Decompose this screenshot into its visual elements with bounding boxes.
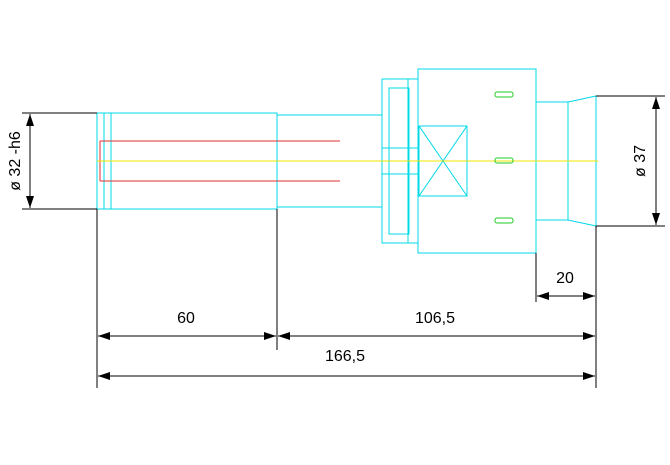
length-106-5-label: 106,5 — [415, 310, 455, 327]
dimension-60: 60 — [98, 310, 276, 340]
length-60-label: 60 — [177, 310, 195, 327]
dimension-diameter-right: ø 37 — [596, 95, 665, 227]
length-166-5-label: 166,5 — [325, 348, 365, 365]
key-slots — [494, 91, 514, 224]
dimension-diameter-left: ø 32 -h6 — [7, 112, 97, 210]
diameter-left-label: ø 32 -h6 — [7, 131, 24, 191]
diameter-right-label: ø 37 — [632, 145, 649, 177]
length-20-label: 20 — [556, 270, 574, 287]
dimension-20: 20 — [537, 270, 595, 300]
dimension-166-5: 166,5 — [98, 348, 595, 380]
dimension-106-5: 106,5 — [278, 310, 595, 340]
